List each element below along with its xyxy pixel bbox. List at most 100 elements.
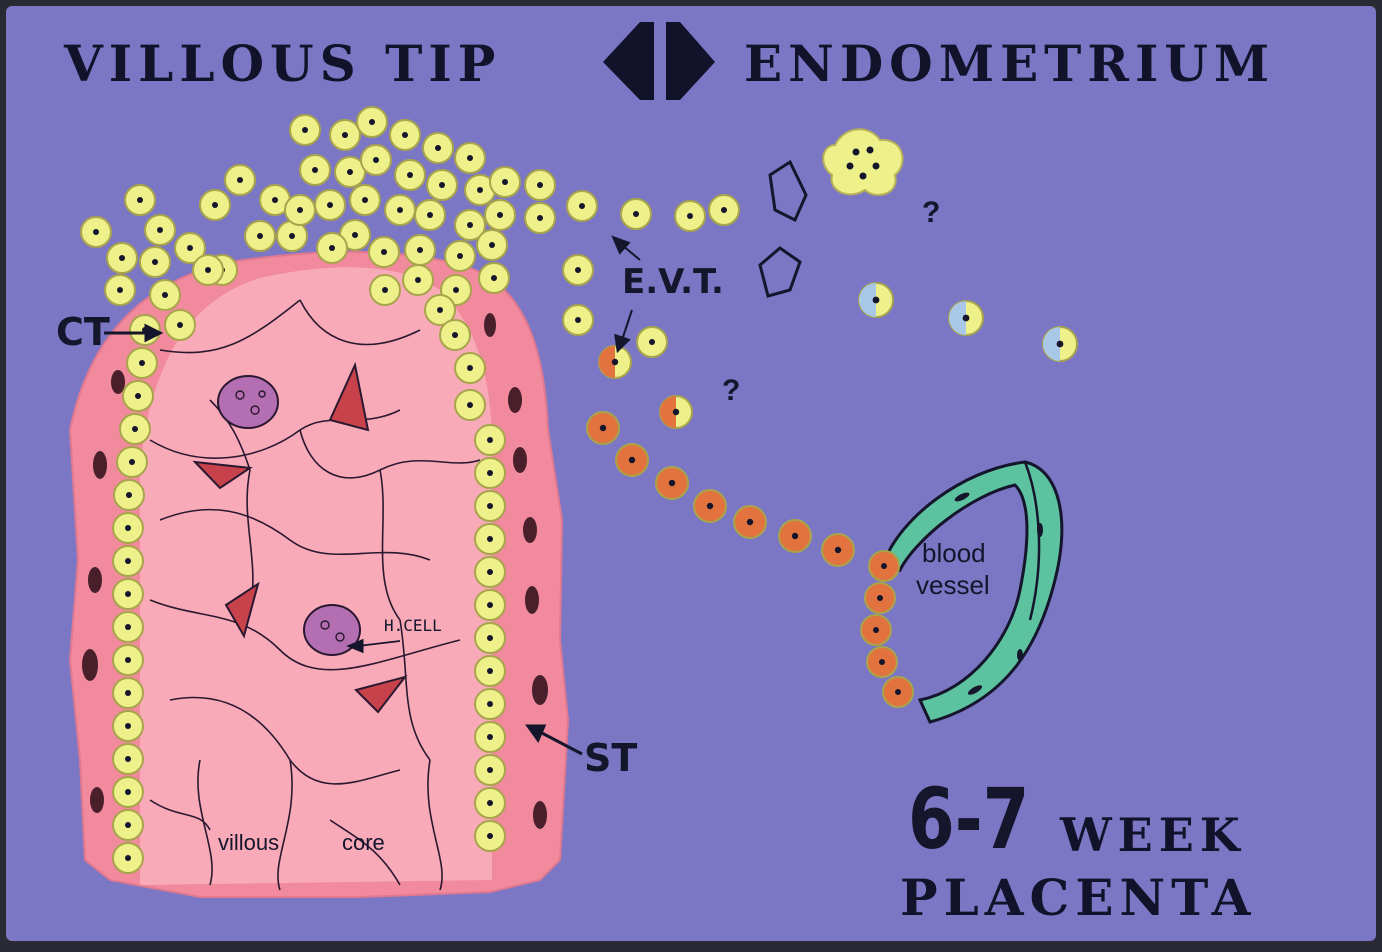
invading-evt-cell [694, 490, 726, 522]
invading-evt-cell [779, 520, 811, 552]
cytotrophoblast-cell [113, 645, 143, 675]
decidual-cell [949, 301, 983, 335]
cytotrophoblast-cell [81, 217, 111, 247]
evt-cell [709, 195, 739, 225]
label-vessel: vessel [916, 570, 990, 601]
endovascular-cell [883, 677, 913, 707]
cytotrophoblast-cell [117, 447, 147, 477]
cytotrophoblast-cell [330, 120, 360, 150]
stage-number: 6-7 [908, 770, 1029, 868]
cytotrophoblast-cell [490, 167, 520, 197]
label-blood: blood [922, 538, 986, 569]
cytotrophoblast-cell [525, 170, 555, 200]
cytotrophoblast-cell [225, 165, 255, 195]
cytotrophoblast-cell [317, 233, 347, 263]
cytotrophoblast-cell [445, 241, 475, 271]
cytotrophoblast-cell [120, 414, 150, 444]
cytotrophoblast-cell [105, 275, 135, 305]
cytotrophoblast-cell [405, 235, 435, 265]
cytotrophoblast-cell [525, 203, 555, 233]
cytotrophoblast-cell [245, 221, 275, 251]
decidual-cell [859, 283, 893, 317]
evt-cell [637, 327, 667, 357]
cytotrophoblast-cell [193, 255, 223, 285]
cytotrophoblast-cell [477, 230, 507, 260]
cytotrophoblast-cell [390, 120, 420, 150]
cytotrophoblast-cell [113, 513, 143, 543]
cytotrophoblast-cell [150, 280, 180, 310]
label-core: core [342, 830, 385, 856]
cytotrophoblast-cell [113, 678, 143, 708]
label-hcell: H.CELL [384, 616, 442, 635]
cytotrophoblast-cell [475, 821, 505, 851]
evt-cell [675, 201, 705, 231]
evt-cell-transitional [599, 346, 631, 378]
title-villous-tip: VILLOUS TIP [64, 34, 501, 93]
cytotrophoblast-cell [403, 265, 433, 295]
evt-cell [563, 255, 593, 285]
cytotrophoblast-cell [475, 656, 505, 686]
label-villous: villous [218, 830, 279, 856]
cytotrophoblast-cell [415, 200, 445, 230]
cytotrophoblast-cell [475, 458, 505, 488]
cytotrophoblast-cell [165, 310, 195, 340]
question-mark-1: ? [922, 196, 940, 230]
cytotrophoblast-cell [475, 689, 505, 719]
cytotrophoblast-cell [455, 353, 485, 383]
cytotrophoblast-cell [455, 390, 485, 420]
cytotrophoblast-cell [200, 190, 230, 220]
cytotrophoblast-cell [300, 155, 330, 185]
invading-evt-cell [822, 534, 854, 566]
stage-week: WEEK [1060, 808, 1246, 862]
cytotrophoblast-cell [285, 195, 315, 225]
stage-placenta: PLACENTA [900, 868, 1256, 927]
cytotrophoblast-cell [440, 320, 470, 350]
cytotrophoblast-cell [140, 247, 170, 277]
endovascular-cell [861, 615, 891, 645]
cytotrophoblast-cell [113, 744, 143, 774]
evt-cell [563, 305, 593, 335]
invading-evt-cell [587, 412, 619, 444]
cytotrophoblast-cell [113, 843, 143, 873]
label-st: ST [584, 736, 637, 780]
decidual-cell [1043, 327, 1077, 361]
label-ct: CT [56, 310, 110, 354]
cytotrophoblast-cell [475, 425, 505, 455]
evt-cell-transitional [660, 396, 692, 428]
cytotrophoblast-cell [385, 195, 415, 225]
cytotrophoblast-cell [475, 623, 505, 653]
endovascular-cell [869, 551, 899, 581]
cytotrophoblast-cell [475, 491, 505, 521]
cytotrophoblast-cell [290, 115, 320, 145]
cytotrophoblast-cell [479, 263, 509, 293]
cytotrophoblast-cell [475, 557, 505, 587]
cytotrophoblast-cell [145, 215, 175, 245]
cytotrophoblast-cell [369, 237, 399, 267]
cytotrophoblast-cell [113, 546, 143, 576]
invading-evt-cell [734, 506, 766, 538]
cytotrophoblast-cell [113, 612, 143, 642]
cytotrophoblast-cell [127, 348, 157, 378]
cytotrophoblast-cell [455, 143, 485, 173]
cytotrophoblast-cell [361, 145, 391, 175]
question-mark-2: ? [722, 374, 740, 408]
evt-cell [621, 199, 651, 229]
title-endometrium: ENDOMETRIUM [744, 34, 1275, 93]
cytotrophoblast-cell [125, 185, 155, 215]
cytotrophoblast-cell [370, 275, 400, 305]
cytotrophoblast-cell [350, 185, 380, 215]
cytotrophoblast-cell [113, 777, 143, 807]
cytotrophoblast-cell [427, 170, 457, 200]
cytotrophoblast-cell [123, 381, 153, 411]
cytotrophoblast-cell [114, 480, 144, 510]
cytotrophoblast-cell [485, 200, 515, 230]
evt-cell [567, 191, 597, 221]
cytotrophoblast-cell [395, 160, 425, 190]
cytotrophoblast-cell [113, 579, 143, 609]
cytotrophoblast-cell [423, 133, 453, 163]
cytotrophoblast-cell [475, 524, 505, 554]
cytotrophoblast-cell [113, 810, 143, 840]
cytotrophoblast-cell [475, 788, 505, 818]
